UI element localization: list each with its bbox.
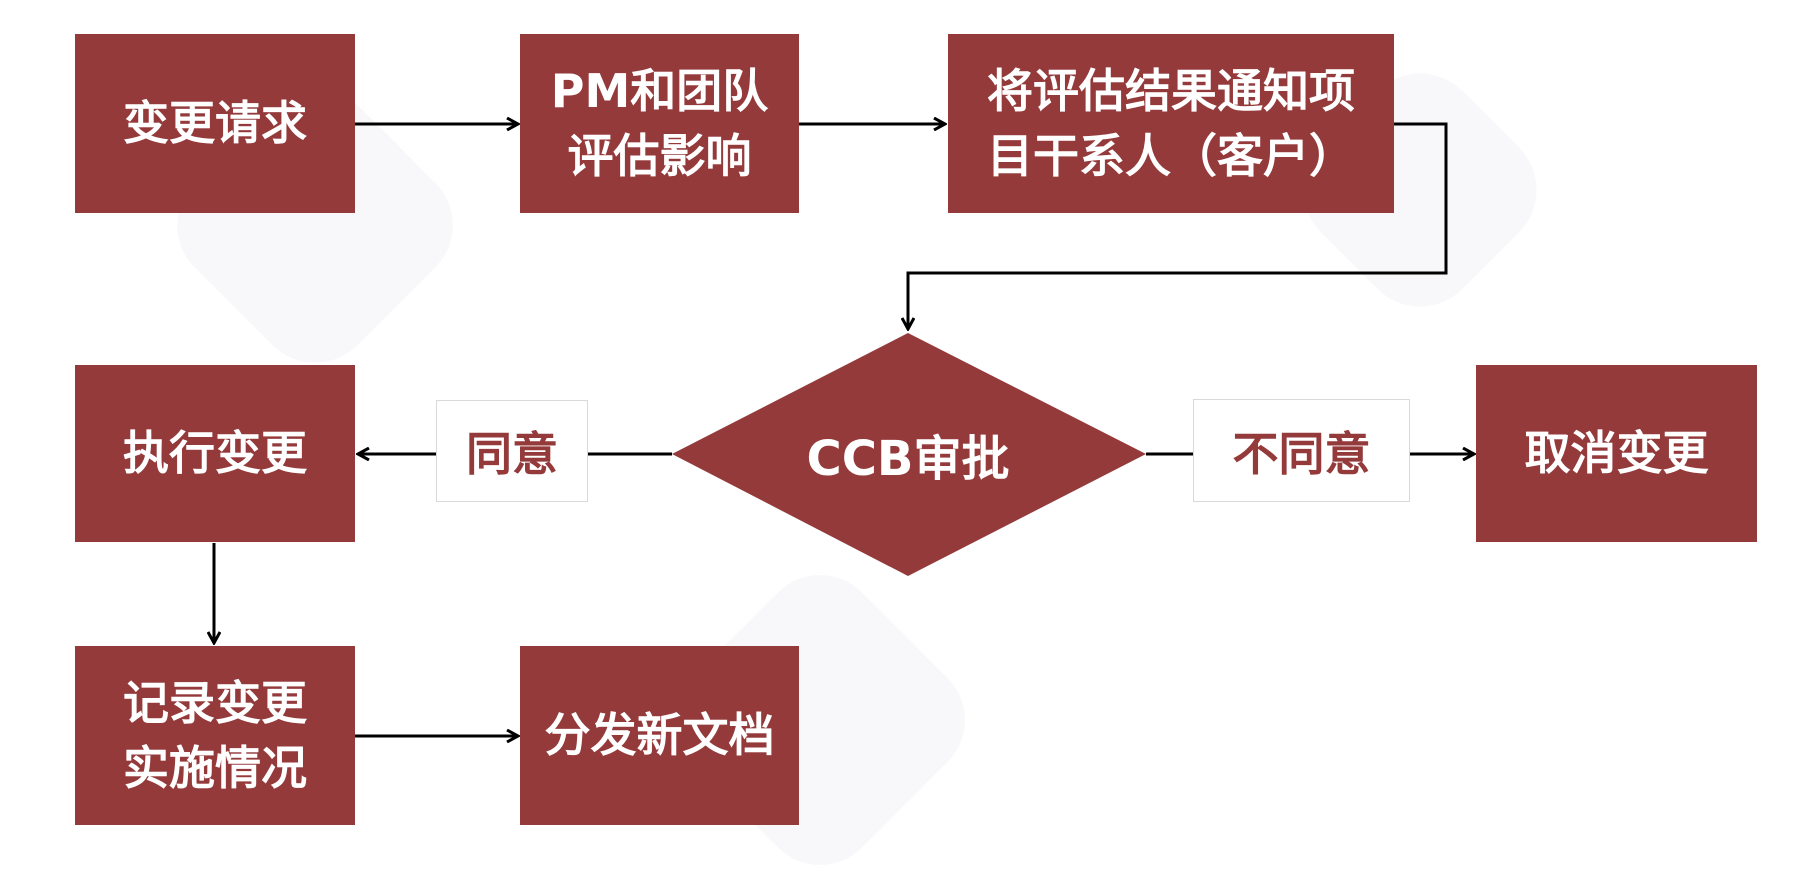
node-assess-impact-line-2: 评估影响 <box>567 128 752 183</box>
edge-label-disagree: 不同意 <box>1193 399 1410 502</box>
edge-label-agree: 同意 <box>436 400 588 502</box>
node-record-change-line-2: 实施情况 <box>123 740 307 795</box>
node-record-change-line-1: 记录变更 <box>123 676 307 731</box>
node-cancel-change-line-1: 取消变更 <box>1524 426 1709 481</box>
ccb-approval-label: CCB审批 <box>806 431 1010 487</box>
node-execute-change: 执行变更 <box>75 365 355 542</box>
node-distribute-docs: 分发新文档 <box>520 646 799 825</box>
ccb-approval-diamond <box>672 333 1146 576</box>
node-notify-stakeholders-line-1: 将评估结果通知项 <box>987 64 1355 119</box>
node-assess-impact-line-1: PM和团队 <box>550 64 769 119</box>
node-distribute-docs-line-1: 分发新文档 <box>544 708 775 763</box>
connector-notify-to-ccb <box>908 122 1448 329</box>
node-execute-change-line-1: 执行变更 <box>123 426 307 481</box>
node-assess-impact: PM和团队 评估影响 <box>520 34 799 213</box>
connector-layer <box>0 0 1798 852</box>
node-change-request-line-1: 变更请求 <box>123 96 307 151</box>
node-notify-stakeholders-line-2: 目干系人（客户） <box>987 128 1355 183</box>
node-cancel-change: 取消变更 <box>1476 365 1757 542</box>
node-notify-stakeholders: 将评估结果通知项 目干系人（客户） <box>948 34 1394 213</box>
node-change-request: 变更请求 <box>75 34 355 213</box>
flowchart-canvas: 变更请求 PM和团队 评估影响 将评估结果通知项 目干系人（客户） 执行变更 同… <box>0 0 1798 852</box>
node-record-change: 记录变更 实施情况 <box>75 646 355 825</box>
